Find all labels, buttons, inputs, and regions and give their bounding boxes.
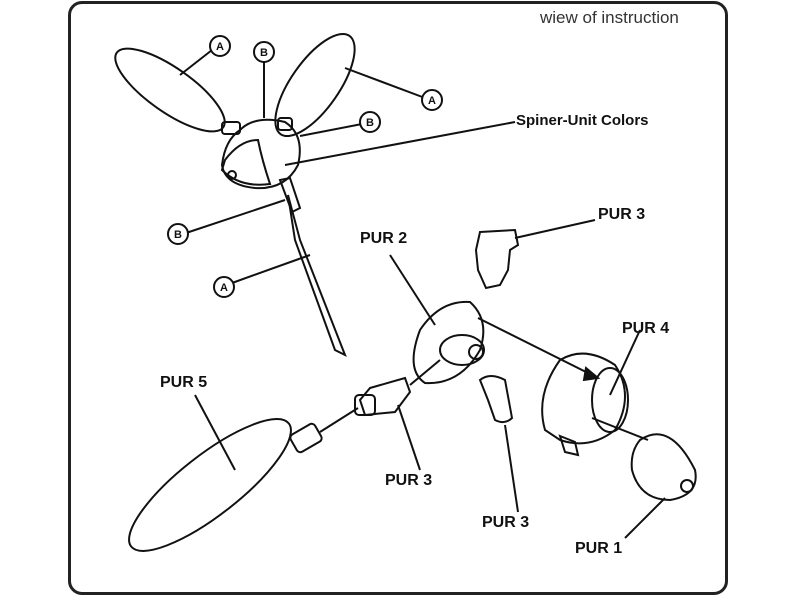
pur5-shaft-line [319,407,359,433]
pur3-top-part [474,228,520,290]
callout-a-top: A [209,35,231,57]
blade-right [274,32,356,138]
callout-line-a3 [231,254,311,284]
svg-text:A: A [220,282,228,294]
leader-pur3-top [514,219,596,239]
label-pur3-mid: PUR 3 [385,472,433,489]
pur3-mid-part [358,376,412,417]
label-spinner-unit-colors: Spiner-Unit Colors [516,112,649,129]
callout-line-b2 [299,123,363,137]
page-title: wiew of instruction [540,8,679,27]
callout-a-right: A [421,89,443,111]
callout-a-bottom: A [213,276,235,298]
spinner-tip [227,170,237,180]
callout-line-a1 [179,49,213,76]
blade-bottom [287,194,347,358]
pur3-mid-collar [354,394,376,416]
pur5-blade [128,418,292,552]
label-pur5: PUR 5 [160,374,208,391]
label-pur2: PUR 2 [360,230,408,247]
pur2-backplate [412,300,485,385]
svg-text:A: A [428,95,436,107]
blade-root-right [277,117,293,131]
pur4-cutout [558,434,580,457]
label-pur3-top: PUR 3 [598,206,646,223]
label-pur4: PUR 4 [622,320,670,337]
pur5-blade-root [289,422,323,454]
pur4-front-opening [591,367,629,433]
shaft-line [409,359,441,386]
leader-pur4 [609,329,641,396]
svg-text:B: B [366,117,374,129]
leader-pur1 [624,497,666,539]
spinner-cone [220,138,272,186]
leader-pur3-mid [397,404,421,471]
pur2-hub-boss [439,334,485,366]
assembly-arrow-2 [591,417,649,441]
callout-line-spinner [284,121,516,166]
assembly-arrow-1 [477,317,599,379]
pur2-hub-hole [468,344,484,360]
leader-pur3-bottom [504,424,519,513]
pur1-nose-cone [630,433,697,502]
svg-text:B: B [260,47,268,59]
callout-b-top: B [253,41,275,63]
leader-pur5 [194,394,236,471]
callout-line-a2 [344,67,426,99]
pur1-tip [680,479,694,493]
instruction-frame [68,1,728,595]
pur4-spinner-shell [541,352,626,445]
svg-text:A: A [216,41,224,53]
callout-line-b3 [185,199,286,234]
callout-b-right: B [359,111,381,133]
callout-b-left: B [167,223,189,245]
leader-pur2 [389,254,436,326]
assembly-arrowhead-1 [582,366,601,382]
blade-root-left [221,121,241,135]
spinner-hub [220,118,301,190]
pur3-bottom-part [478,375,514,424]
label-pur1: PUR 1 [575,540,623,557]
label-pur3-bottom: PUR 3 [482,514,530,531]
svg-text:B: B [174,229,182,241]
